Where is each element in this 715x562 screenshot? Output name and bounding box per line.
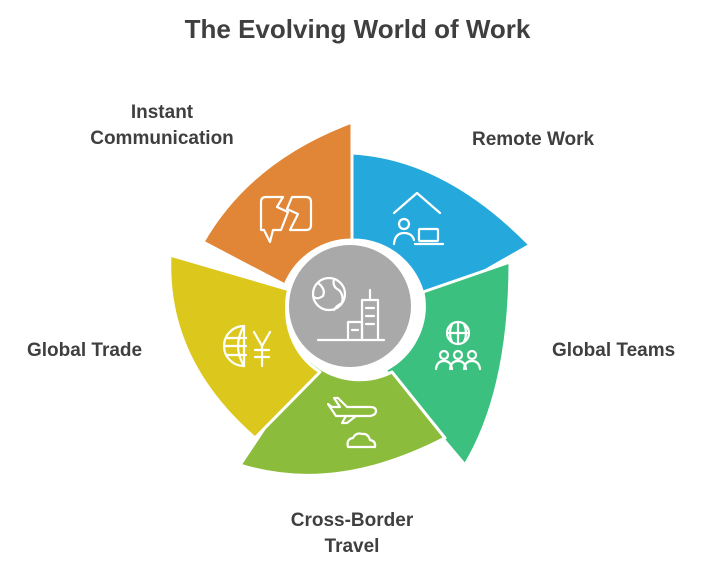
label-remote-work: Remote Work — [472, 129, 595, 150]
house-person-laptop-icon — [392, 191, 445, 246]
broken-chat-bubble-icon — [259, 195, 313, 244]
label-global-teams: Global Teams — [552, 340, 676, 361]
label-global-trade: Global Trade — [27, 340, 143, 361]
globe-people-icon — [434, 320, 482, 371]
airplane-cloud-icon — [326, 396, 378, 449]
segment-instant-communication — [201, 120, 354, 287]
label-cross-border-travel: Cross-Border Travel — [290, 510, 414, 557]
page-title: The Evolving World of Work — [184, 14, 531, 44]
globe-city-icon — [311, 276, 386, 342]
globe-yen-icon — [222, 324, 272, 368]
center-hub — [285, 241, 415, 371]
label-instant-communication: Instant Communication — [90, 102, 234, 149]
